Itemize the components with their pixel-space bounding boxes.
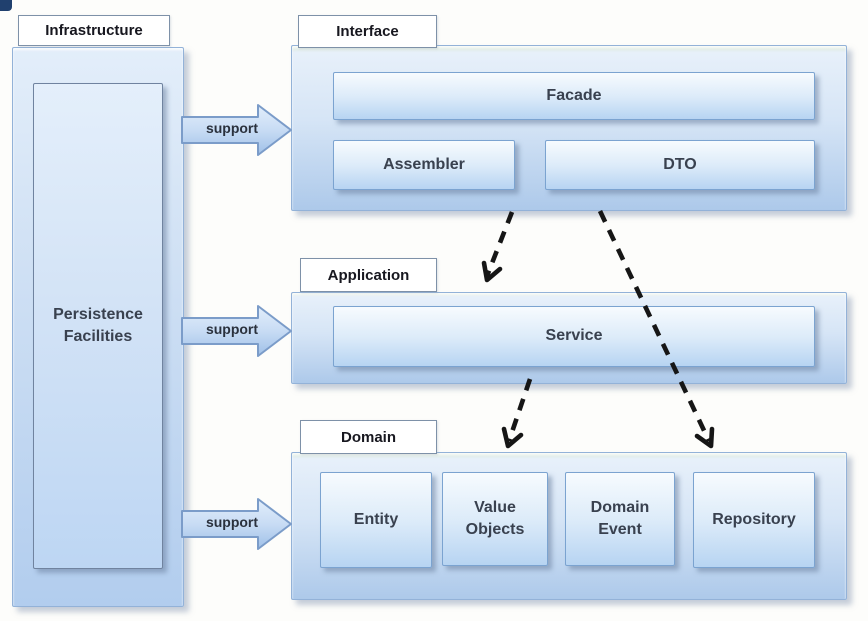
domain-event-label: Domain Event [590, 498, 650, 538]
support-label-interface: support [205, 120, 259, 136]
support-label-application: support [205, 321, 259, 337]
value-objects-label: Value Objects [465, 498, 525, 538]
persistence-facilities-label: Persistence Facilities [53, 305, 143, 345]
persistence-facilities-box: Persistence Facilities [33, 83, 163, 569]
service-label: Service [545, 327, 603, 345]
entity-box: Entity [320, 472, 432, 568]
dto-label: DTO [663, 155, 697, 173]
domain-title: Domain [340, 428, 396, 446]
application-title: Application [327, 266, 410, 284]
interface-label: Interface [298, 15, 437, 48]
infrastructure-title: Infrastructure [45, 22, 143, 39]
facade-box: Facade [333, 72, 815, 120]
repository-box: Repository [693, 472, 815, 568]
application-label: Application [300, 258, 437, 292]
corner-artifact [0, 0, 12, 11]
dto-box: DTO [545, 140, 815, 190]
entity-label: Entity [353, 510, 399, 528]
value-objects-box: Value Objects [442, 472, 548, 566]
assembler-label: Assembler [383, 155, 465, 173]
service-box: Service [333, 306, 815, 367]
support-label-domain: support [205, 514, 259, 530]
assembler-box: Assembler [333, 140, 515, 190]
domain-event-box: Domain Event [565, 472, 675, 566]
dashed-arrow-interface-to-application [481, 211, 515, 283]
facade-label: Facade [546, 86, 602, 104]
dashed-arrow-application-to-domain [501, 378, 533, 449]
infrastructure-label: Infrastructure [18, 15, 170, 46]
domain-label: Domain [300, 420, 437, 454]
repository-label: Repository [712, 510, 796, 528]
interface-title: Interface [336, 23, 399, 40]
